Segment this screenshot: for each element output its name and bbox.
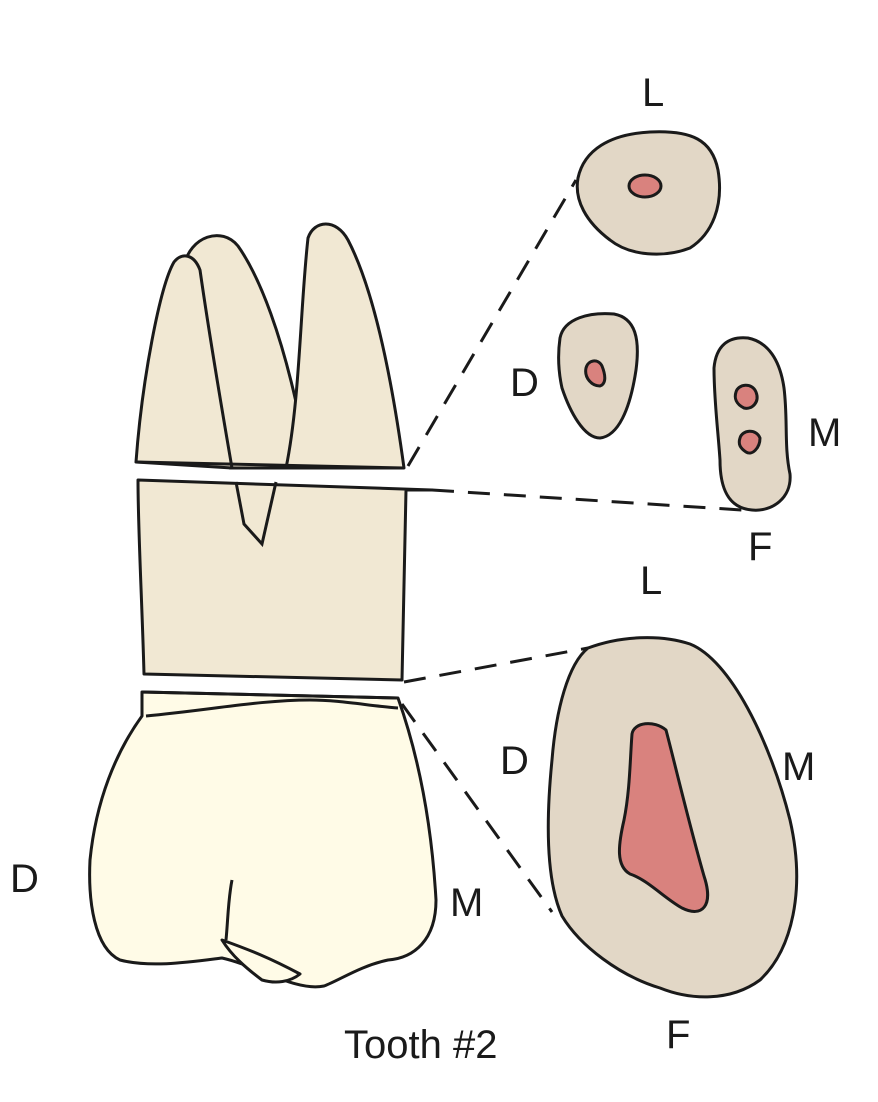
root-trunk xyxy=(136,478,434,682)
cej-line xyxy=(145,698,399,718)
section-cervical: L D M F xyxy=(500,559,815,1057)
section-palatal-root: L xyxy=(575,71,722,256)
mesiobuccal-root-outline xyxy=(712,336,792,512)
cut-line-lower xyxy=(141,690,399,700)
connector-cervical-top xyxy=(403,646,589,684)
cervical-label-lingual: L xyxy=(640,559,662,603)
distobuccal-root-canal xyxy=(584,359,607,388)
root-middle-segment xyxy=(136,478,434,682)
tooth-side-view: D M xyxy=(10,179,743,989)
connector-palatal-root xyxy=(406,179,578,467)
connector-buccal-roots xyxy=(431,488,743,512)
connector-cervical-bottom xyxy=(400,703,554,913)
buccal-roots-label-facial: F xyxy=(748,525,772,569)
tooth-label-mesial: M xyxy=(450,881,483,925)
root-apical-segment xyxy=(134,222,406,470)
cervical-label-distal: D xyxy=(500,739,529,783)
buccal-roots-label-mesial: M xyxy=(808,411,841,455)
palatal-root-label-lingual: L xyxy=(642,71,664,115)
cervical-label-mesial: M xyxy=(782,745,815,789)
section-buccal-roots: D M F xyxy=(510,312,841,569)
crown-outline xyxy=(88,690,438,989)
tooth-label-distal: D xyxy=(10,857,39,901)
palatal-root-back xyxy=(182,234,302,470)
mesiobuccal-root-canal-1 xyxy=(733,383,759,410)
palatal-root-canal xyxy=(627,173,663,199)
cervical-canal xyxy=(618,722,710,913)
crown-segment xyxy=(88,690,438,989)
crown-groove xyxy=(224,879,234,941)
cervical-label-facial: F xyxy=(666,1013,690,1057)
root-furcation xyxy=(234,481,278,548)
mesiobuccal-root xyxy=(284,222,406,470)
crown-cusp-lower xyxy=(220,938,302,984)
buccal-roots-label-distal: D xyxy=(510,361,539,405)
distobuccal-root xyxy=(134,254,234,470)
mesiobuccal-root-canal-2 xyxy=(737,429,762,455)
cut-line-upper xyxy=(135,460,405,470)
diagram-caption: Tooth #2 xyxy=(344,1023,497,1067)
